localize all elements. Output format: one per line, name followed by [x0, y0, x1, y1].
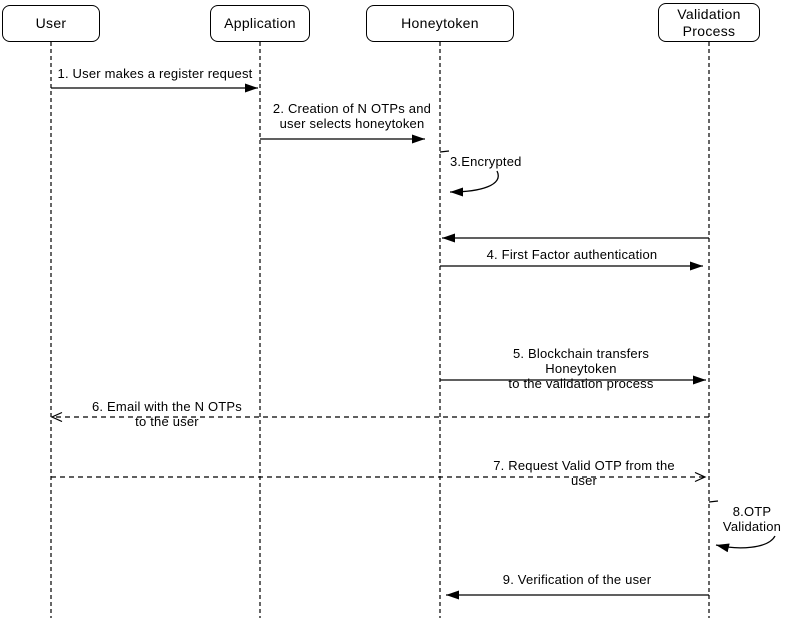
- message-6-label: 6. Email with the N OTPs to the user: [91, 399, 243, 429]
- message-1-label: 1. User makes a register request: [57, 66, 253, 81]
- message-7-label: 7. Request Valid OTP from the user: [493, 458, 675, 488]
- message-8-tick: [708, 500, 719, 503]
- actor-honeytoken: Honeytoken: [366, 5, 514, 42]
- message-8-self-loop: [715, 535, 776, 553]
- message-3-self-loop: [449, 170, 499, 197]
- message-4-label: 4. First Factor authentication: [486, 247, 658, 262]
- message-3-tick: [439, 150, 450, 153]
- actor-validation-process: Validation Process: [658, 3, 760, 42]
- message-3-label: 3.Encrypted: [450, 154, 522, 169]
- actor-application: Application: [210, 5, 310, 42]
- message-5-label: 5. Blockchain transfers Honeytoken to th…: [508, 346, 654, 391]
- actor-user: User: [2, 5, 100, 42]
- message-8-label: 8.OTP Validation: [722, 504, 782, 534]
- message-2-label: 2. Creation of N OTPs and user selects h…: [272, 101, 432, 131]
- message-9-label: 9. Verification of the user: [502, 572, 652, 587]
